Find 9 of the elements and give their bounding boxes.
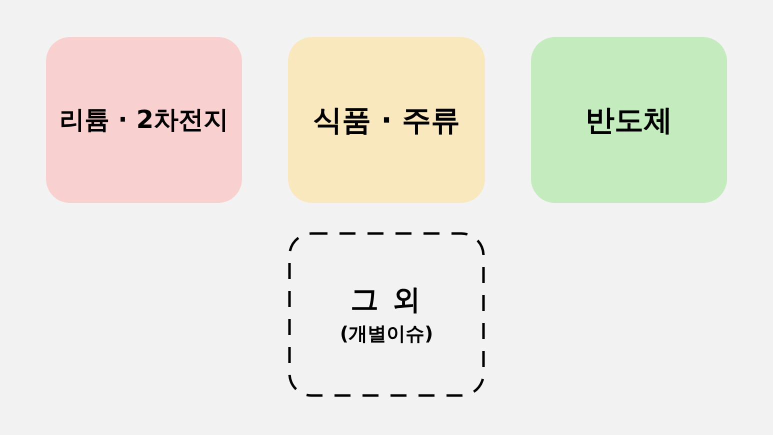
- category-label: 반도체: [586, 102, 672, 138]
- category-label: 리튬 · 2차전지: [59, 105, 229, 135]
- category-label: 식품 · 주류: [312, 102, 460, 138]
- category-box: [288, 37, 485, 203]
- category-note: (개별이슈): [340, 322, 434, 346]
- category-box: [46, 37, 242, 203]
- category-label: 그 외: [350, 283, 422, 317]
- dashed-category-box: [288, 232, 485, 397]
- category-box: [531, 37, 727, 203]
